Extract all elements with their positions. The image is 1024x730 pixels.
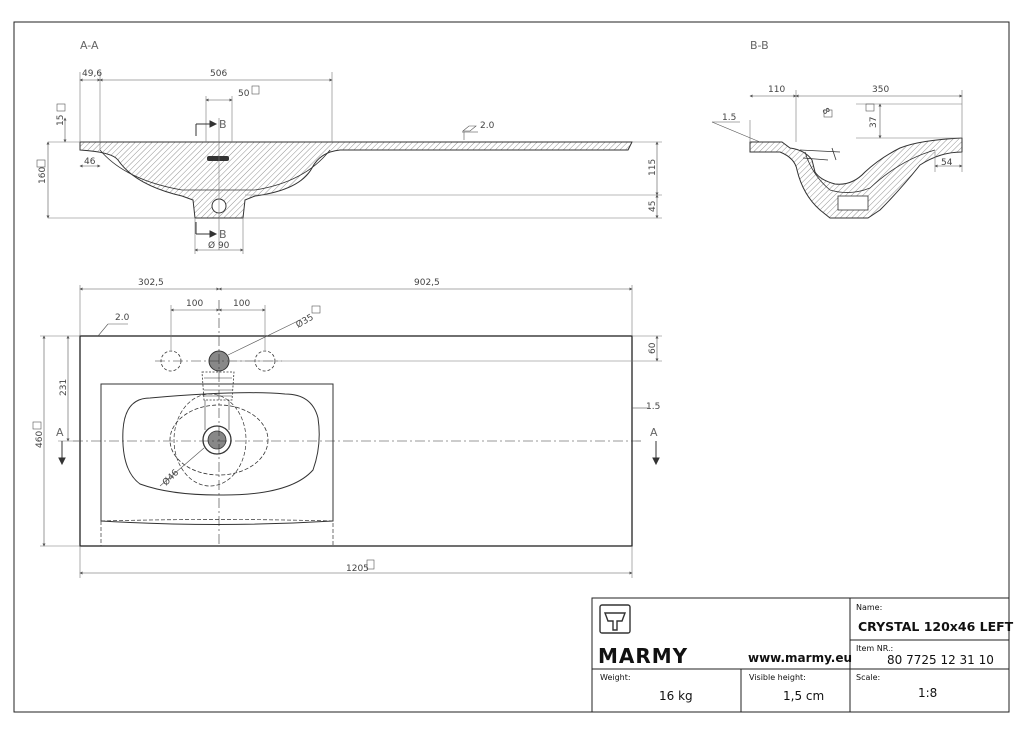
item-label: Item NR.: [856,644,893,653]
cut-a-right: A [650,426,658,439]
section-a-a-profile [79,141,633,219]
dim-aa-15: 15 [56,115,66,126]
visible-height-label: Visible height: [749,673,806,682]
dim-plan-460: 460 [35,431,45,448]
dim-plan-1-5: 1.5 [646,402,660,412]
dim-aa-diameter-90: Ø 90 [208,240,230,251]
title-block: MARMY www.marmy.eu Name: CRYSTAL 120x46 … [591,597,1014,713]
dim-aa-160: 160 [38,167,48,184]
tolerance-box-icon [251,85,260,95]
overflow-slot [207,156,229,161]
dim-plan-1205: 1205 [346,564,369,574]
section-b-b: B-B 110 350 1.5 8 37 [711,39,963,219]
dim-plan-diameter-35: Ø35 [294,312,316,331]
tolerance-box-icon [823,109,833,118]
dim-bb-54: 54 [941,158,953,168]
dim-plan-100-right: 100 [233,299,250,309]
dim-aa-50: 50 [238,89,250,99]
section-a-a-label: A-A [80,39,99,52]
dim-bb-8: 8 [819,107,831,117]
scale-value: 1:8 [918,686,937,700]
tolerance-box-icon [366,559,375,570]
basin-outline [100,383,334,525]
dim-aa-115: 115 [648,159,658,176]
dim-bb-37: 37 [869,117,879,128]
visible-height-value: 1,5 cm [783,689,824,703]
dim-plan-231: 231 [59,379,69,396]
tolerance-box-icon [56,103,66,112]
dim-bb-350: 350 [872,85,889,95]
dim-bb-1-5: 1.5 [722,113,736,123]
dim-aa-45: 45 [648,201,658,212]
dim-bb-110: 110 [768,85,785,95]
website[interactable]: www.marmy.eu [748,651,852,665]
item-number: 80 7725 12 31 10 [887,653,994,667]
dim-aa-506: 506 [210,69,227,79]
cut-a-left: A [56,426,64,439]
cut-b-top: B [219,118,227,131]
tolerance-box-icon [32,421,42,430]
dim-plan-902-5: 902,5 [414,278,440,288]
weight-value: 16 kg [659,689,693,703]
section-a-a: A-A [36,39,662,254]
tolerance-box-icon [311,305,321,314]
brand-name: MARMY [598,644,688,668]
product-name: CRYSTAL 120x46 LEFT [858,619,1014,634]
dim-aa-49-6: 49,6 [82,69,102,79]
drain-section-b [837,195,869,211]
surface-slope-icon [462,125,478,140]
dim-plan-slope: 2.0 [115,313,130,323]
weight-label: Weight: [600,673,631,682]
tolerance-box-icon [36,159,46,168]
dim-plan-60: 60 [648,342,658,354]
dim-aa-slope: 2.0 [480,121,495,131]
dim-aa-46: 46 [84,157,96,167]
bowl-outline [122,392,320,496]
dim-plan-100-left: 100 [186,299,203,309]
section-b-b-label: B-B [750,39,769,52]
marmy-logo-icon [599,604,631,634]
dim-plan-302-5: 302,5 [138,278,164,288]
cut-b-bottom: B [219,228,227,241]
tolerance-box-icon [865,103,875,112]
overflow-fitting [201,371,235,401]
plan-view: A A 302,5 902,5 100 100 2.0 Ø35 60 231 4… [32,278,662,578]
sheet-border [13,21,1010,713]
name-label: Name: [856,603,882,612]
scale-label: Scale: [856,673,880,682]
